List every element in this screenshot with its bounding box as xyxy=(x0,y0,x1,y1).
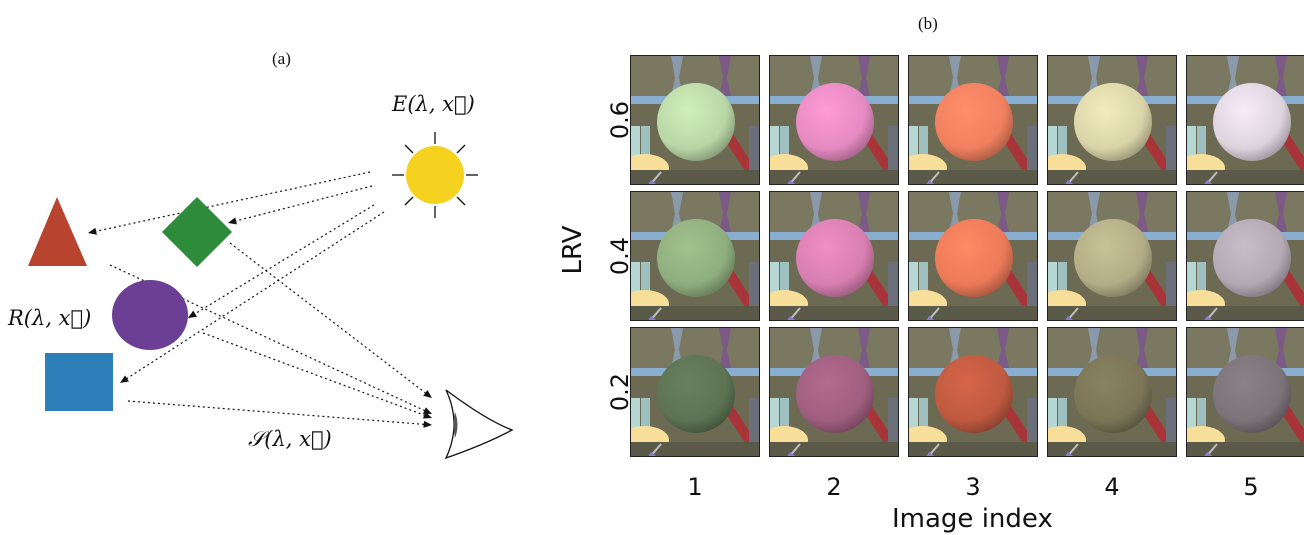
row-label-lrv: 0.4 xyxy=(606,236,634,276)
row-label-lrv: 0.6 xyxy=(606,100,634,140)
panel-b-label: (b) xyxy=(918,14,938,33)
column-label: 2 xyxy=(826,473,842,501)
scene-image xyxy=(630,191,760,321)
ray-diamond-to-eye xyxy=(229,242,433,399)
square-object xyxy=(45,353,113,411)
diamond-object xyxy=(162,197,232,267)
y-axis-label: LRV xyxy=(558,225,588,275)
scene-image xyxy=(769,55,899,185)
scene-image xyxy=(1047,55,1177,185)
scene-image xyxy=(908,55,1038,185)
column-label: 3 xyxy=(965,473,981,501)
circle-object xyxy=(112,280,188,350)
scene-image xyxy=(630,55,760,185)
panel-a-diagram xyxy=(28,132,514,460)
ray-sun-to-circle xyxy=(187,204,375,319)
illuminant-label: E(λ, x⃗) xyxy=(392,92,475,116)
ray-circle-to-eye xyxy=(202,332,433,419)
column-label: 5 xyxy=(1243,473,1259,501)
scene-image xyxy=(908,191,1038,321)
scene-image xyxy=(908,327,1038,457)
reflectance-label: R(λ, x⃗) xyxy=(8,306,92,330)
row-label-lrv: 0.2 xyxy=(606,372,634,412)
triangle-object xyxy=(28,197,87,266)
scene-image xyxy=(769,191,899,321)
ray-square-to-eye xyxy=(127,400,433,428)
scene-image xyxy=(1186,55,1304,185)
scene-image xyxy=(630,327,760,457)
sun-icon xyxy=(392,132,478,218)
scene-image xyxy=(1186,327,1304,457)
column-label: 1 xyxy=(687,473,703,501)
scene-image xyxy=(1186,191,1304,321)
column-label: 4 xyxy=(1104,473,1120,501)
signal-label: 𝒮(λ, x⃗) xyxy=(248,427,332,451)
ray-sun-to-diamond xyxy=(227,185,373,225)
scene-image xyxy=(769,327,899,457)
ray-triangle-to-eye xyxy=(109,264,433,415)
scene-image xyxy=(1047,327,1177,457)
panel-a-label: (a) xyxy=(272,49,291,68)
eye-icon xyxy=(444,389,514,460)
image-grid xyxy=(630,55,1304,465)
x-axis-label: Image index xyxy=(892,504,1053,534)
scene-image xyxy=(1047,191,1177,321)
ray-sun-to-triangle xyxy=(87,171,371,235)
